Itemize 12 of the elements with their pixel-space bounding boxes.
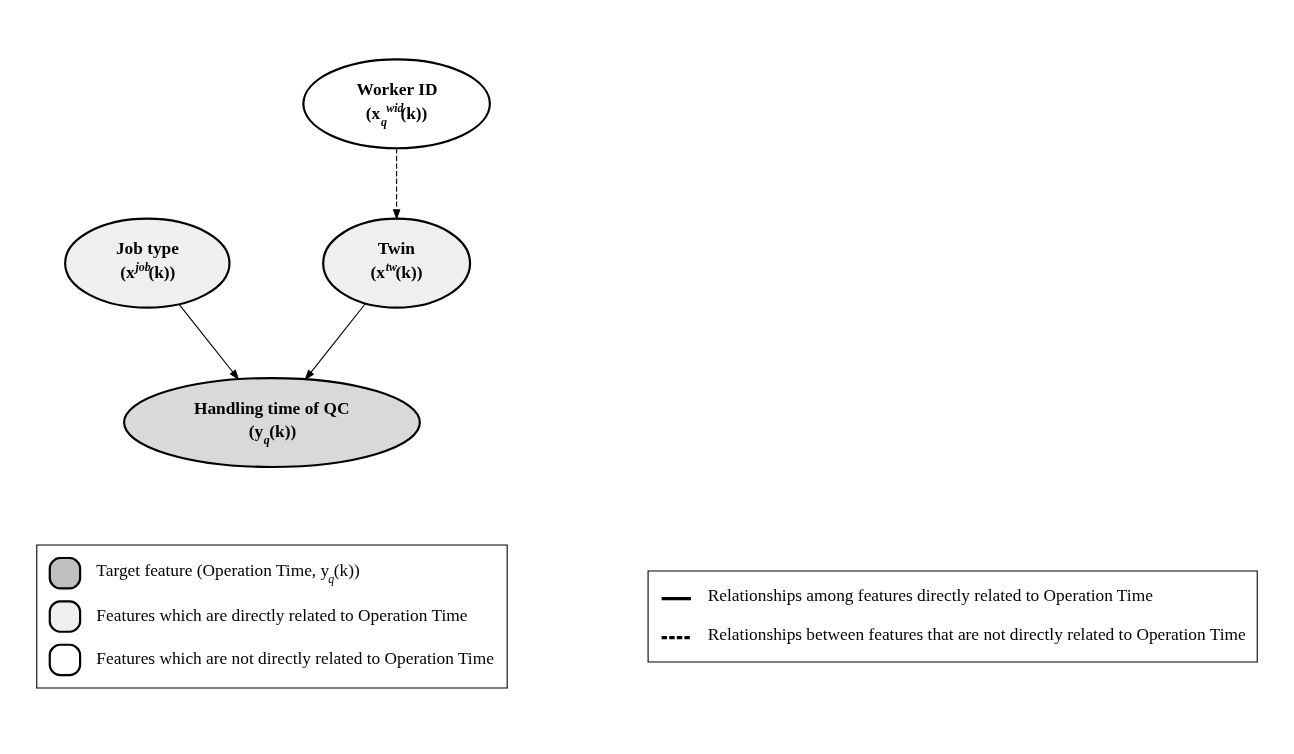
arrow — [304, 302, 367, 380]
legend-label: Features which are directly related to Operation Time — [96, 605, 468, 625]
legend-label: Relationships between features that are not directly related to Operation Time — [707, 624, 1246, 644]
legend-label: Features which are not directly related to Operation Time — [96, 648, 494, 668]
arrow — [392, 147, 401, 220]
node-ellipse: Twin (x$^{tw}$(k)) — [322, 217, 472, 309]
legend-label: Relationships among features directly related to Operation Time — [707, 585, 1153, 605]
arrow — [178, 303, 240, 380]
node-ellipse: Worker ID (x$_{q}$$^{wid}$(k)) — [302, 57, 491, 149]
node-ellipse: Job type (x$^{job}$(k)) — [64, 217, 231, 309]
node-ellipse: Handling time of QC (y$_{q}$(k)) — [123, 376, 421, 468]
legend-label: Target feature (Operation Time, y$_{q}$(k)) — [96, 560, 360, 586]
